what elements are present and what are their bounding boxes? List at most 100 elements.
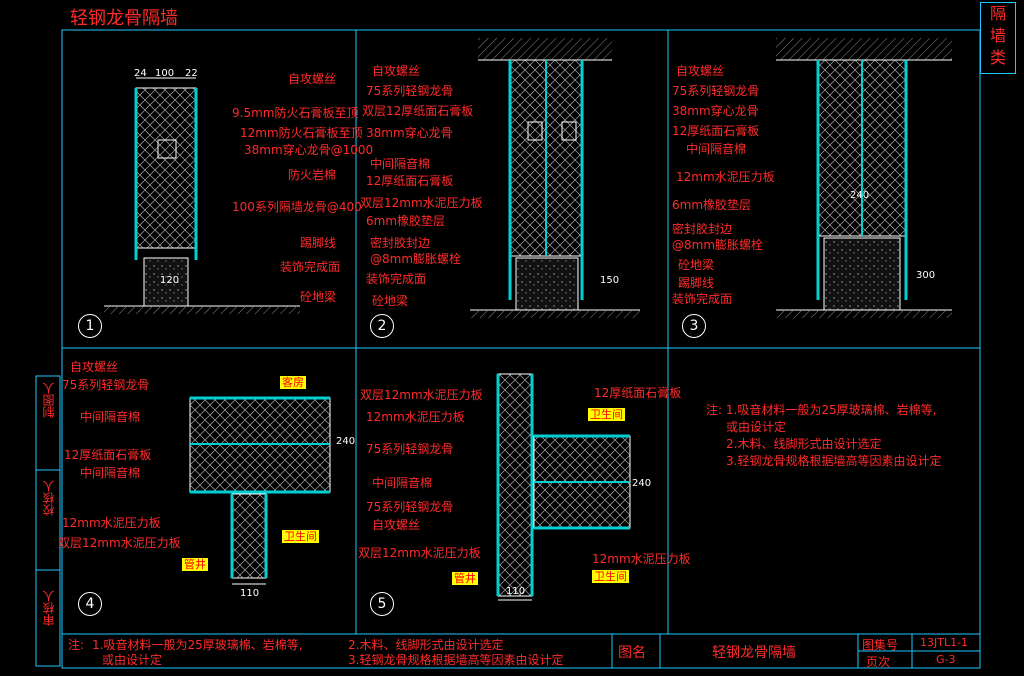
notes-head: 注: [706,403,723,417]
callout: 自攻螺丝 [372,518,421,532]
callout: 密封胶封边 [370,236,431,250]
callout: 双层12mm水泥压力板 [360,196,483,210]
category-char: 墙 [989,26,1006,45]
category-char: 隔 [989,4,1006,23]
dim-label: 240 [850,190,870,201]
frame [35,29,981,669]
callout: 砼地梁 [372,294,409,308]
category-char: 类 [989,48,1006,67]
callout: 自攻螺丝 [676,64,725,78]
detail-4-drawing [189,396,331,585]
drawing-name-value: 轻钢龙骨隔墙 [712,645,796,661]
dim-label: 120 [160,275,180,286]
callout: 75系列轻钢龙骨 [366,500,454,514]
callout: 自攻螺丝 [70,360,119,374]
callout: 12厚纸面石膏板 [594,386,682,400]
detail-number: 3 [682,314,706,338]
margin-checker: 校核人 [42,480,56,516]
callout: 自攻螺丝 [288,72,337,86]
callout: 38mm穿心龙骨 [672,104,759,118]
dim-label: 24 [134,68,147,79]
room-badge: 管井 [452,572,478,585]
callout: @8mm膨胀螺栓 [672,238,764,252]
callout: 砼地梁 [678,258,715,272]
note-item: 3.轻钢龙骨规格根据墙高等因素由设计定 [726,454,942,468]
room-badge: 管井 [182,558,208,571]
dim-label: 150 [600,275,620,286]
footer-note: 1.吸音材料一般为25厚玻璃棉、岩棉等, [92,638,303,652]
dim-label: 300 [916,270,936,281]
callout: 中间隔音棉 [80,410,141,424]
callout: 中间隔音棉 [80,466,141,480]
callout: 12mm水泥压力板 [62,516,161,530]
atlas-code-value: 13JTL1-1 [920,636,969,649]
callout: 12厚纸面石膏板 [672,124,760,138]
callout: 密封胶封边 [672,222,733,236]
detail-number: 2 [370,314,394,338]
callout: 12mm水泥压力板 [366,410,465,424]
callout: 12厚纸面石膏板 [64,448,152,462]
callout: 踢脚线 [300,236,337,250]
footer-note: 3.轻钢龙骨规格根据墙高等因素由设计定 [348,653,564,667]
dim-label: 22 [185,68,198,79]
note-item: 或由设计定 [726,420,787,434]
callout: 12mm水泥压力板 [592,552,691,566]
callout: 9.5mm防火石膏板至顶 [232,106,359,120]
callout: 38mm穿心龙骨 [366,126,453,140]
callout: 38mm穿心龙骨@1000 [244,143,374,157]
detail-1-drawing [104,77,300,314]
atlas-code-label: 图集号 [862,638,899,652]
callout: 75系列轻钢龙骨 [366,84,454,98]
callout: 砼地梁 [300,290,337,304]
callout: 双层12mm水泥压力板 [58,536,181,550]
dim-label: 240 [632,478,652,489]
callout: 100系列隔墙龙骨@400 [232,200,362,214]
callout: 75系列轻钢龙骨 [62,378,150,392]
callout: 装饰完成面 [280,260,341,274]
dim-label: 110 [240,588,260,599]
callout: 6mm橡胶垫层 [672,198,752,212]
notes-panel: 注: 1.吸音材料一般为25厚玻璃棉、岩棉等, 或由设计定 2.木料、线脚形式由… [706,402,941,470]
callout: 中间隔音棉 [372,476,433,490]
detail-5-drawing [496,373,631,601]
room-badge: 客房 [280,376,306,389]
callout: 双层12mm水泥压力板 [360,388,483,402]
callout: 踢脚线 [678,276,715,290]
dim-label: 110 [506,586,526,597]
room-badge: 卫生间 [588,408,625,421]
margin-reviewer: 审核人 [42,590,56,626]
room-badge: 卫生间 [592,570,629,583]
detail-2-drawing [470,38,640,318]
dim-label: 240 [336,436,356,447]
callout: 自攻螺丝 [372,64,421,78]
detail-number: 1 [78,314,102,338]
footer-note: 2.木料、线脚形式由设计选定 [348,638,504,652]
callout: 装饰完成面 [672,292,733,306]
callout: 75系列轻钢龙骨 [366,442,454,456]
dim-label: 100 [155,68,175,79]
callout: 双层12厚纸面石膏板 [362,104,474,118]
callout: 12厚纸面石膏板 [366,174,454,188]
callout: @8mm膨胀螺栓 [370,252,462,266]
margin-drafter: 制图人 [42,382,56,418]
note-item: 2.木料、线脚形式由设计选定 [726,437,882,451]
callout: 双层12mm水泥压力板 [358,546,481,560]
detail-3-drawing [776,38,952,318]
callout: 装饰完成面 [366,272,427,286]
detail-number: 5 [370,592,394,616]
callout: 中间隔音棉 [370,157,431,171]
page-value: G-3 [936,653,956,666]
callout: 12mm防火石膏板至顶 [240,126,363,140]
drawing-name-label: 图名 [618,645,646,661]
category-tab: 隔 墙 类 [980,2,1016,74]
callout: 75系列轻钢龙骨 [672,84,760,98]
page-label: 页次 [866,655,891,669]
room-badge: 卫生间 [282,530,319,543]
callout: 12mm水泥压力板 [676,170,775,184]
footer-note: 或由设计定 [102,653,163,667]
detail-number: 4 [78,592,102,616]
page-title: 轻钢龙骨隔墙 [70,8,178,29]
callout: 防火岩棉 [288,168,337,182]
footer-note-head: 注: [68,638,85,652]
